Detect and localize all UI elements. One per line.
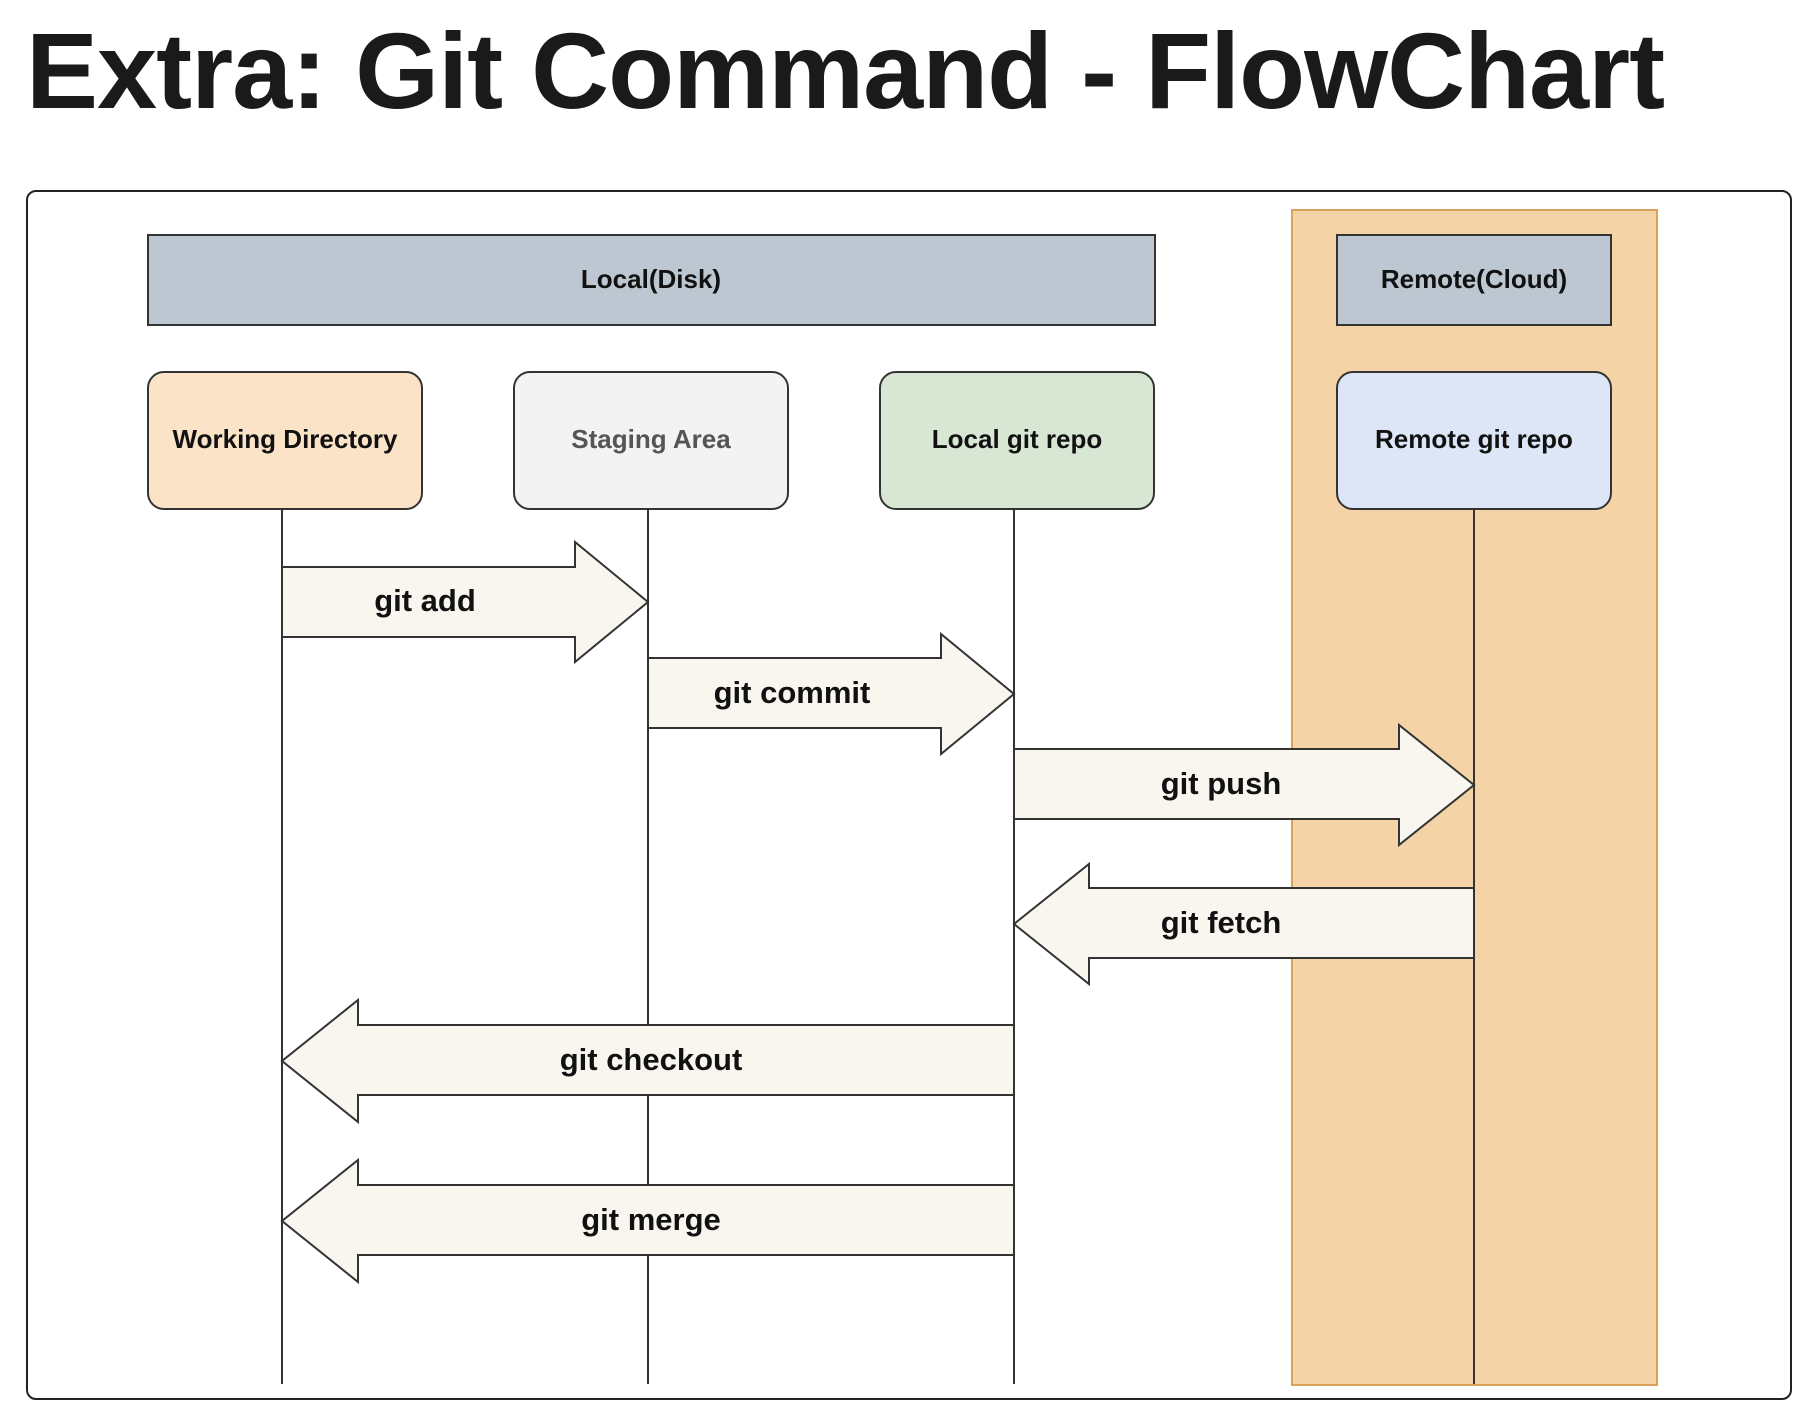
actor-local-git-repo: Local git repo [879, 371, 1155, 510]
group-label-local: Local(Disk) [581, 264, 721, 294]
actor-label-staging-area: Staging Area [571, 424, 731, 454]
arrow-shape-git-checkout [280, 997, 1015, 1125]
command-label-git-add: git add [374, 583, 476, 618]
group-label-remote: Remote(Cloud) [1381, 264, 1567, 294]
command-label-git-fetch: git fetch [1161, 905, 1282, 940]
flowchart-canvas: Local(Disk) Remote(Cloud) Working Direct… [147, 209, 1658, 1386]
page-title: Extra: Git Command - FlowChart [26, 10, 1665, 131]
arrow-shape-git-merge [280, 1157, 1015, 1285]
arrow-git-add: git add [281, 539, 650, 665]
actor-label-working-directory: Working Directory [173, 424, 398, 454]
actor-label-remote-git-repo: Remote git repo [1375, 424, 1573, 454]
arrow-git-push: git push [1013, 722, 1476, 848]
command-label-git-checkout: git checkout [560, 1042, 743, 1077]
arrow-git-checkout: git checkout [280, 997, 1015, 1125]
command-label-git-commit: git commit [714, 675, 871, 710]
arrow-shape-git-fetch [1012, 861, 1475, 987]
actor-remote-git-repo: Remote git repo [1336, 371, 1612, 510]
arrow-shape-git-add [281, 539, 650, 665]
arrow-git-commit: git commit [647, 631, 1016, 757]
arrow-git-merge: git merge [280, 1157, 1015, 1285]
actor-working-directory: Working Directory [147, 371, 423, 510]
arrow-git-fetch: git fetch [1012, 861, 1475, 987]
actor-label-local-git-repo: Local git repo [932, 424, 1102, 454]
arrow-shape-git-push [1013, 722, 1476, 848]
command-label-git-push: git push [1161, 766, 1282, 801]
flowchart-diagram: Local(Disk) Remote(Cloud) Working Direct… [26, 190, 1792, 1400]
actor-staging-area: Staging Area [513, 371, 789, 510]
group-header-local: Local(Disk) [147, 234, 1156, 326]
arrow-shape-git-commit [647, 631, 1016, 757]
group-header-remote: Remote(Cloud) [1336, 234, 1612, 326]
command-label-git-merge: git merge [581, 1202, 721, 1237]
